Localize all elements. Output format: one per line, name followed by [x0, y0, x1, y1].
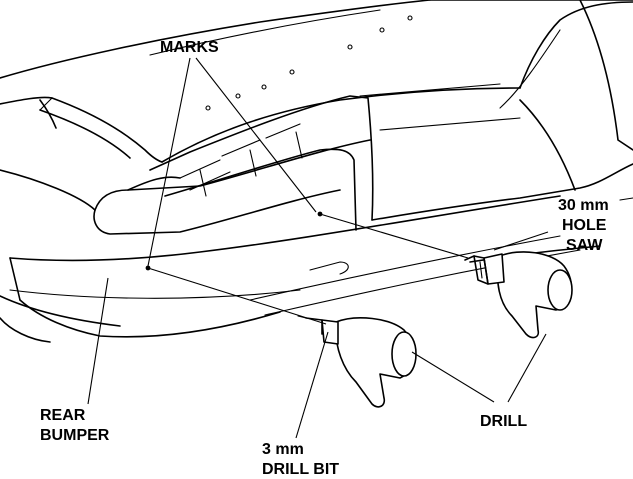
vehicle-body: [0, 0, 633, 163]
drill-bit-label-line2: DRILL BIT: [262, 461, 339, 478]
rear-bumper: [0, 0, 633, 343]
hole-saw-drill: [464, 251, 573, 339]
hole-saw-label-line1: 30 mm: [558, 197, 609, 214]
drill-bit-label-line1: 3 mm: [262, 441, 304, 458]
rear-bumper-label-line2: BUMPER: [40, 427, 110, 444]
drill-bit-drill: [297, 315, 417, 408]
marks-label: MARKS: [160, 39, 219, 56]
drill-label: DRILL: [480, 413, 527, 430]
leader-lines: [87, 57, 549, 439]
hole-saw-label-line2: HOLE: [562, 217, 607, 234]
rear-bumper-label-line1: REAR: [40, 407, 86, 424]
hole-saw-label-line3: SAW: [566, 237, 603, 254]
